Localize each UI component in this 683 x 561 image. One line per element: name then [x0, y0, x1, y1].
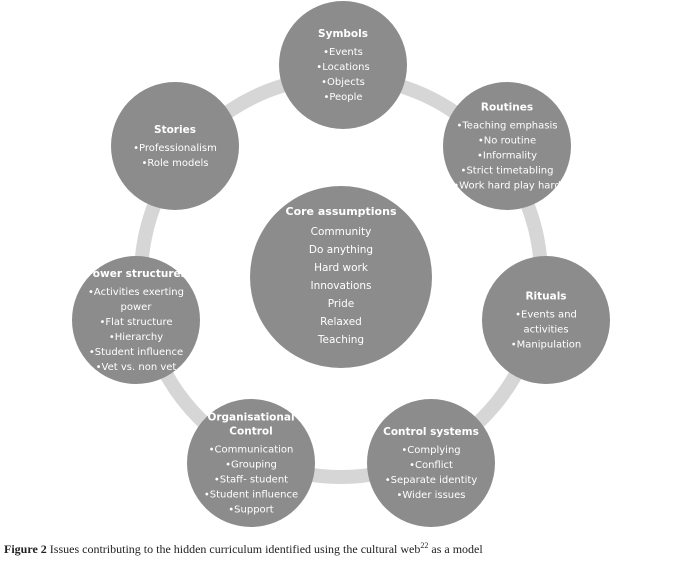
rituals-circle [482, 256, 610, 384]
control-systems-item: •Wider issues [396, 490, 465, 501]
organisational-control-item: •Support [228, 505, 274, 516]
rituals-item: •Manipulation [511, 340, 582, 351]
core-assumptions-item: Do anything [309, 244, 373, 256]
power-structures-item: •Flat structure [99, 317, 172, 328]
control-systems-item: •Separate identity [385, 475, 478, 486]
caption-reference: 22 [420, 541, 429, 550]
routines-item: •Work hard play hard [453, 181, 560, 192]
routines-item: •Teaching emphasis [457, 121, 558, 132]
node-power-structures: Power structures •Activities exerting powe… [72, 256, 200, 384]
power-structures-item: •Vet vs. non vet [96, 362, 177, 373]
figure-label: Figure 2 [4, 542, 47, 556]
power-structures-title: Power structures [85, 268, 187, 280]
routines-item: •Informality [477, 151, 537, 162]
core-assumptions-item: Innovations [310, 280, 371, 292]
symbols-title: Symbols [318, 28, 368, 40]
core-assumptions-item: Teaching [317, 334, 364, 346]
control-systems-item: •Complying [401, 445, 460, 456]
organisational-control-item: •Staff- student [214, 475, 288, 486]
symbols-circle [279, 1, 407, 129]
control-systems-item: •Conflict [409, 460, 453, 471]
power-structures-item: •Hierarchy [109, 332, 163, 343]
core-assumptions-title: Core assumptions [286, 205, 397, 218]
node-symbols: Symbols •Events •Locations •Objects •People [279, 1, 407, 129]
symbols-item: •People [323, 92, 362, 103]
core-assumptions-item: Relaxed [320, 316, 362, 328]
figure-caption: Figure 2 Issues contributing to the hidd… [4, 541, 679, 557]
symbols-item: •Locations [316, 62, 369, 73]
cultural-web-diagram: Symbols•Events•Locations•Objects•PeopleR… [72, 1, 610, 527]
routines-item: •Strict timetabling [461, 166, 554, 177]
routines-item: •No routine [478, 136, 536, 147]
rituals-title: Rituals [525, 291, 566, 303]
organisational-control-circle [187, 399, 315, 527]
power-structures-item: power [121, 302, 153, 313]
core-assumptions-item: Pride [328, 298, 355, 310]
core-assumptions-item: Hard work [314, 262, 369, 274]
power-structures-item: •Student influence [89, 347, 183, 358]
organisational-control-item: •Communication [209, 445, 294, 456]
caption-suffix: as a model [431, 542, 483, 556]
organisational-control-item: •Grouping [225, 460, 277, 471]
symbols-item: •Objects [321, 77, 365, 88]
node-stories: Stories •Professionalism •Role models [111, 82, 239, 210]
core-assumptions-item: Community [311, 226, 372, 238]
symbols-item: •Events [323, 47, 363, 58]
control-systems-title: Control systems [383, 426, 479, 438]
routines-circle [443, 82, 571, 210]
caption-text: Issues contributing to the hidden curric… [49, 542, 421, 556]
stories-item: •Professionalism [133, 143, 217, 154]
power-structures-item: •Activities exerting [88, 287, 184, 298]
node-rituals: Rituals •Events and activities •Manipulatio… [482, 256, 610, 384]
stories-item: •Role models [142, 158, 209, 169]
stories-circle [111, 82, 239, 210]
routines-title: Routines [481, 102, 533, 114]
node-routines: Routines •Teaching emphasis •No routine •In… [443, 82, 571, 210]
organisational-control-title: Organisational [207, 412, 294, 424]
organisational-control-title: Control [229, 426, 272, 438]
stories-title: Stories [154, 124, 196, 136]
power-structures-circle [72, 256, 200, 384]
rituals-item: •Events and [515, 310, 577, 321]
core-assumptions-circle [250, 186, 432, 368]
organisational-control-item: •Student influence [204, 490, 298, 501]
rituals-item: activities [523, 325, 568, 336]
control-systems-circle [367, 399, 495, 527]
node-control-systems: Control systems •Complying •Conflict •Separ… [367, 399, 495, 527]
